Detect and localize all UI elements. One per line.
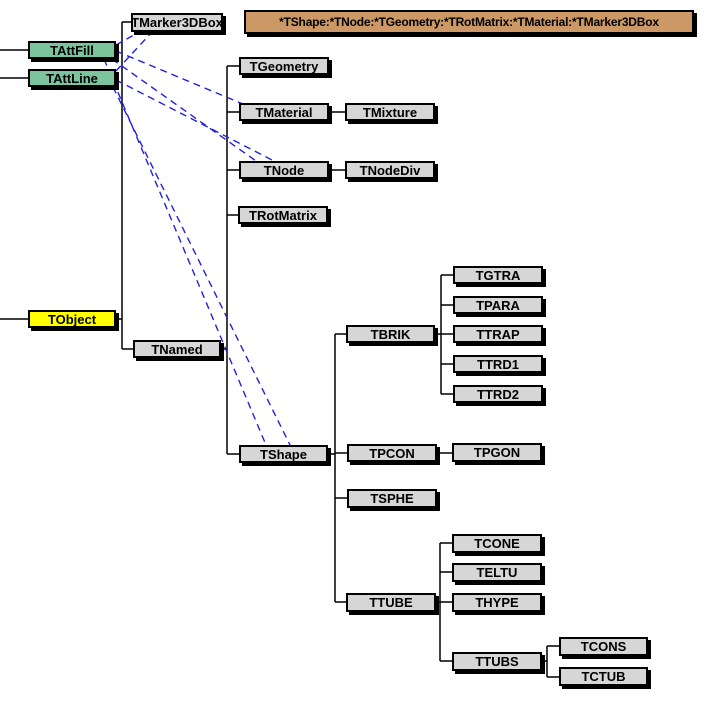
- class-box-TPARA[interactable]: TPARA: [453, 296, 543, 314]
- class-box-TAttFill[interactable]: TAttFill: [28, 41, 116, 59]
- class-box-TTRD1[interactable]: TTRD1: [453, 355, 543, 373]
- class-box-TNode[interactable]: TNode: [239, 161, 329, 179]
- class-box-TGeometry[interactable]: TGeometry: [239, 57, 329, 75]
- inheritance-dashed-line: [112, 86, 291, 446]
- class-box-TTUBS[interactable]: TTUBS: [452, 652, 542, 671]
- hierarchy-banner: *TShape:*TNode:*TGeometry:*TRotMatrix:*T…: [244, 10, 694, 34]
- class-box-TObject[interactable]: TObject: [28, 310, 116, 328]
- class-box-TELTU[interactable]: TELTU: [452, 563, 542, 582]
- class-box-TGTRA[interactable]: TGTRA: [453, 266, 543, 284]
- class-box-TShape[interactable]: TShape: [239, 445, 328, 463]
- class-box-TMarker3DBox[interactable]: TMarker3DBox: [131, 13, 223, 32]
- class-box-TAttLine[interactable]: TAttLine: [28, 69, 116, 87]
- class-box-TPCON[interactable]: TPCON: [347, 444, 437, 462]
- hierarchy-banner-label: *TShape:*TNode:*TGeometry:*TRotMatrix:*T…: [279, 15, 659, 29]
- class-box-TMixture[interactable]: TMixture: [345, 103, 435, 121]
- class-box-TBRIK[interactable]: TBRIK: [346, 325, 435, 343]
- inheritance-dashed-line: [115, 31, 153, 72]
- class-box-TCONE[interactable]: TCONE: [452, 534, 542, 553]
- inheritance-dashed-line: [115, 79, 275, 162]
- inheritance-dashed-line: [111, 58, 257, 162]
- class-box-TSPHE[interactable]: TSPHE: [347, 489, 437, 508]
- class-box-TNodeDiv[interactable]: TNodeDiv: [345, 161, 435, 179]
- class-box-TNamed[interactable]: TNamed: [133, 340, 221, 358]
- inheritance-dashed-line: [103, 58, 267, 446]
- inheritance-dashed-line: [115, 30, 142, 46]
- inheritance-dashed-line: [115, 50, 244, 105]
- class-box-THYPE[interactable]: THYPE: [452, 593, 542, 612]
- class-box-TTRD2[interactable]: TTRD2: [453, 385, 543, 403]
- class-box-TTUBE[interactable]: TTUBE: [346, 593, 436, 612]
- class-box-TRotMatrix[interactable]: TRotMatrix: [238, 206, 328, 224]
- class-box-TPGON[interactable]: TPGON: [452, 443, 542, 462]
- class-box-TCTUB[interactable]: TCTUB: [559, 667, 648, 686]
- class-box-TCONS[interactable]: TCONS: [559, 637, 648, 656]
- class-box-TTRAP[interactable]: TTRAP: [453, 325, 543, 343]
- class-box-TMaterial[interactable]: TMaterial: [239, 103, 329, 121]
